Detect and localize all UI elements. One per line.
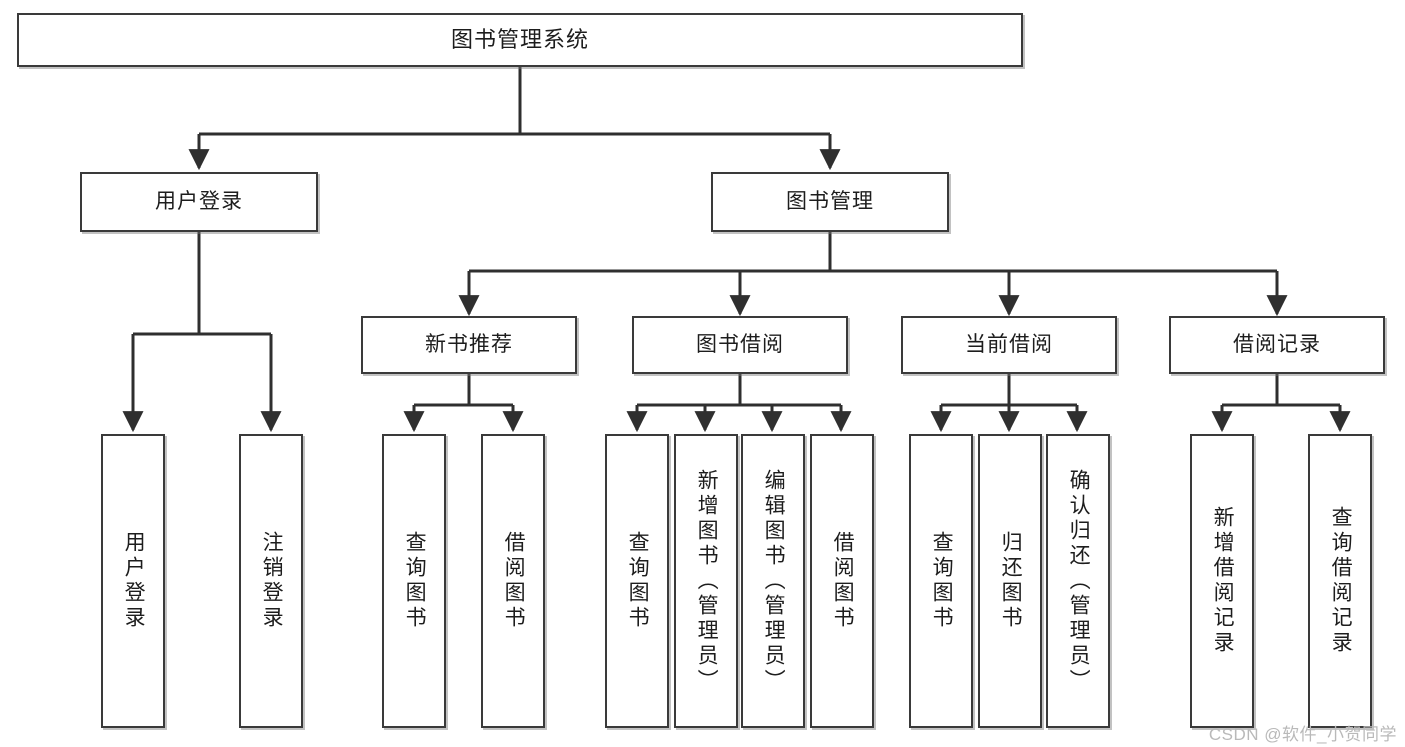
node-label: 用户登录 (155, 190, 243, 214)
node-label: 用户登录 (122, 531, 146, 631)
node-label: 查询借阅记录 (1329, 506, 1353, 656)
node-root-book-management-system[interactable]: 图书管理系统 (17, 13, 1023, 67)
node-label: 图书管理系统 (450, 26, 589, 52)
node-leaf-edit-book-admin[interactable]: 编辑图书（管理员） (741, 434, 805, 728)
node-label: 图书管理 (786, 190, 874, 214)
node-label: 查询图书 (403, 531, 427, 631)
node-borrow-record[interactable]: 借阅记录 (1169, 316, 1385, 374)
node-leaf-user-login[interactable]: 用户登录 (101, 434, 165, 728)
node-label: 新书推荐 (425, 333, 513, 357)
node-leaf-borrow-book[interactable]: 借阅图书 (810, 434, 874, 728)
node-leaf-add-borrow-record[interactable]: 新增借阅记录 (1190, 434, 1254, 728)
node-leaf-query-borrow-record[interactable]: 查询借阅记录 (1308, 434, 1372, 728)
node-leaf-logout-login[interactable]: 注销登录 (239, 434, 303, 728)
node-leaf-confirm-return-admin[interactable]: 确认归还（管理员） (1046, 434, 1110, 728)
node-new-book-recommend[interactable]: 新书推荐 (361, 316, 577, 374)
node-label: 新增图书（管理员） (695, 468, 719, 694)
node-leaf-query-book-borrow[interactable]: 查询图书 (605, 434, 669, 728)
node-label: 归还图书 (999, 531, 1023, 631)
csdn-watermark: CSDN @软件_小贺同学 (1208, 725, 1397, 744)
node-leaf-borrow-book-recommend[interactable]: 借阅图书 (481, 434, 545, 728)
node-label: 查询图书 (930, 531, 954, 631)
node-leaf-query-book-recommend[interactable]: 查询图书 (382, 434, 446, 728)
node-label: 查询图书 (626, 531, 650, 631)
node-current-borrow[interactable]: 当前借阅 (901, 316, 1117, 374)
node-label: 当前借阅 (965, 333, 1053, 357)
node-label: 新增借阅记录 (1211, 506, 1235, 656)
node-book-management[interactable]: 图书管理 (711, 172, 949, 232)
node-label: 借阅图书 (502, 531, 526, 631)
node-book-borrow[interactable]: 图书借阅 (632, 316, 848, 374)
node-label: 注销登录 (260, 531, 284, 631)
node-leaf-add-book-admin[interactable]: 新增图书（管理员） (674, 434, 738, 728)
node-label: 图书借阅 (696, 333, 784, 357)
node-label: 编辑图书（管理员） (762, 468, 786, 694)
node-user-login[interactable]: 用户登录 (80, 172, 318, 232)
node-label: 借阅图书 (831, 531, 855, 631)
node-leaf-return-book[interactable]: 归还图书 (978, 434, 1042, 728)
node-label: 借阅记录 (1233, 333, 1321, 357)
node-label: 确认归还（管理员） (1067, 468, 1091, 694)
node-leaf-query-book-current[interactable]: 查询图书 (909, 434, 973, 728)
